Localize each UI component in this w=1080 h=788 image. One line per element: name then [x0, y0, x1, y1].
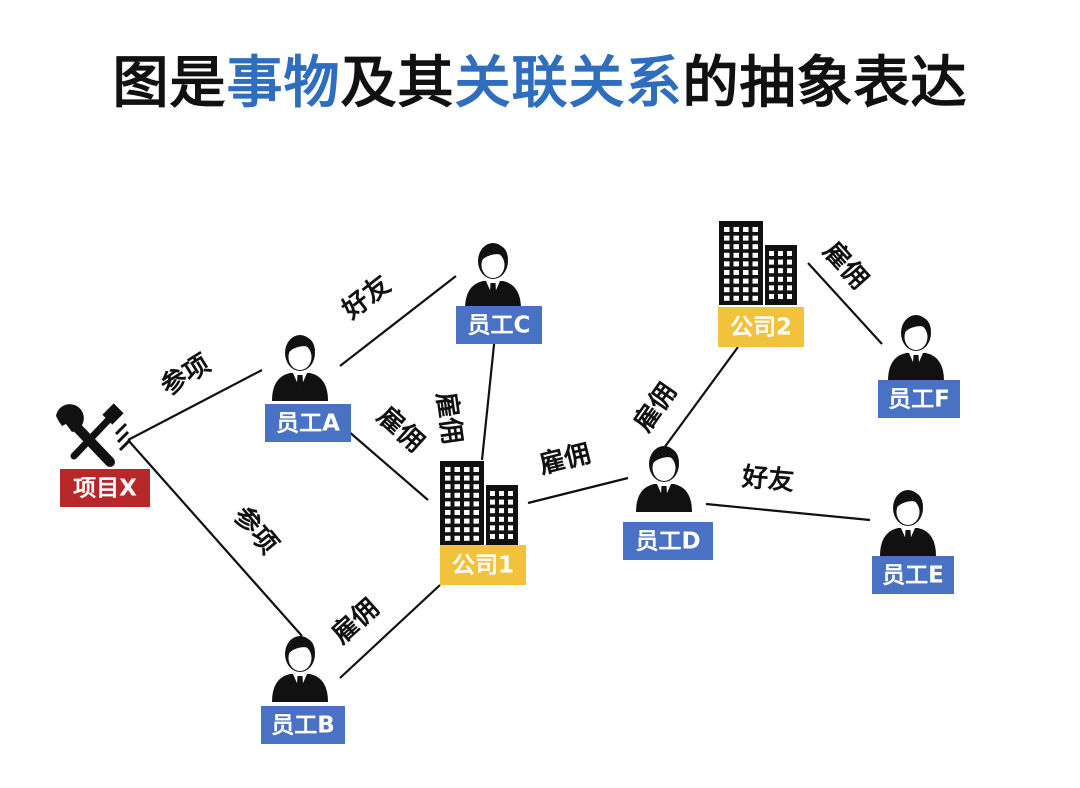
edge-B-C1 [339, 584, 441, 679]
edge-label-X-A: 参项 [155, 348, 216, 402]
title-part-3: 关联关系 [454, 51, 683, 116]
node-D: 员工D [623, 446, 713, 560]
person-icon [636, 446, 692, 512]
edge-D-E [705, 502, 871, 522]
diagram-title: 图是事物及其关联关系的抽象表达 [0, 38, 1080, 119]
wrench-icon [56, 403, 132, 467]
node-label-C2: 公司2 [730, 315, 792, 341]
node-C: 员工C [456, 243, 542, 344]
edge-label-D-C2: 雇佣 [628, 377, 683, 437]
edge-A-C1 [339, 423, 429, 501]
node-label-F: 员工F [888, 387, 950, 413]
edge-label-A-C1: 雇佣 [371, 400, 430, 458]
node-label-box-C2 [718, 307, 804, 347]
building-icon [440, 461, 518, 545]
node-label-box-C1 [440, 545, 526, 585]
person-icon [272, 636, 328, 702]
node-A: 员工A [265, 335, 351, 442]
edge-A-C [339, 275, 457, 367]
node-label-box-D [623, 522, 713, 560]
building-icon [719, 221, 797, 305]
edge-D-C2 [663, 346, 739, 449]
edge-label-B-C1: 雇佣 [326, 592, 385, 650]
edge-label-A-C: 好友 [336, 270, 396, 326]
node-label-box-B [261, 706, 345, 744]
edges-layer [127, 262, 883, 679]
node-label-B: 员工B [271, 713, 335, 739]
node-F: 员工F [878, 315, 960, 418]
edge-label-C2-F: 雇佣 [817, 236, 875, 295]
node-label-D: 员工D [635, 529, 700, 555]
node-C1: 公司1 [440, 461, 526, 585]
title-part-0: 图是 [112, 51, 227, 116]
edge-label-C-C1: 雇佣 [430, 390, 468, 446]
node-label-box-A [265, 404, 351, 442]
edge-X-B [127, 439, 303, 637]
node-E: 员工E [872, 490, 954, 594]
edge-C2-F [807, 262, 883, 345]
node-label-X: 项目X [73, 476, 137, 502]
node-label-box-X [60, 469, 150, 507]
nodes-layer: 项目X 员工A 员工B 员工C 员工D 员工E 员工F 公司1 公司2 [56, 221, 960, 744]
person-icon [880, 490, 936, 556]
person-icon [272, 335, 328, 401]
node-X: 项目X [56, 403, 150, 507]
person-icon [465, 243, 521, 309]
edge-X-A [127, 369, 263, 441]
edge-label-D-E: 好友 [740, 462, 795, 497]
node-label-box-E [872, 556, 954, 594]
node-label-A: 员工A [276, 411, 340, 437]
node-label-C1: 公司1 [452, 553, 514, 579]
title-part-1: 事物 [226, 51, 341, 116]
node-label-box-C [456, 306, 542, 344]
edge-label-X-B: 参项 [227, 500, 284, 560]
node-label-box-F [878, 380, 960, 418]
node-label-C: 员工C [468, 313, 531, 339]
edge-label-C1-D: 雇佣 [536, 438, 594, 481]
person-icon [888, 315, 944, 381]
title-part-4: 的抽象表达 [682, 51, 968, 116]
node-label-E: 员工E [882, 563, 944, 589]
node-C2: 公司2 [718, 221, 804, 347]
node-B: 员工B [261, 636, 345, 744]
title-part-2: 及其 [340, 51, 455, 116]
edge-C1-D [527, 476, 629, 505]
